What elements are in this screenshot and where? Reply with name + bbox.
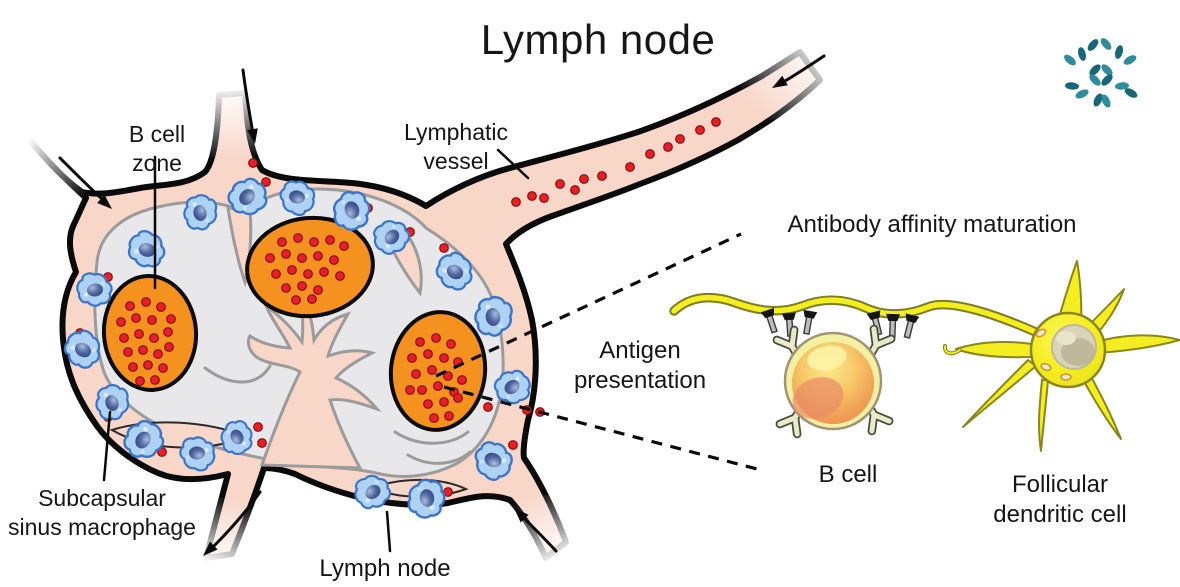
b-cell-illustration (777, 329, 891, 434)
lymph-flow-arrow (210, 490, 262, 550)
fdc-dendrite-ribbon (669, 292, 1045, 339)
affinity-maturation-inset (669, 260, 1180, 452)
label-b-cell-zone: B cell zone (128, 121, 186, 176)
lymph-node-illustration (8, 25, 850, 580)
lymph-node-pointer (385, 510, 392, 553)
label-follicular-dendritic-cell: Follicular dendritic cell (993, 471, 1127, 528)
label-lymph-node: Lymph node (319, 555, 451, 582)
lymph-flow-arrow (241, 68, 255, 136)
label-subcapsular-sinus-macrophage: Subcapsular sinus macrophage (8, 485, 196, 540)
fdc-illustration (942, 260, 1180, 452)
subcapsular-pointer (102, 410, 112, 482)
medullary-sinus-line (203, 364, 272, 384)
lymph-flow-arrow (58, 156, 105, 202)
label-b-cell: B cell (818, 461, 878, 488)
label-lymphatic-vessel: Lymphatic vessel (404, 119, 508, 174)
page-title: Lymph node (480, 16, 716, 63)
follicle-antigen-dots (116, 233, 467, 423)
vessel-antigen-dots (511, 117, 721, 207)
medullary-sinus-line (406, 450, 472, 465)
sinus-wedge (226, 206, 253, 288)
lymph-flow-arrows (58, 54, 826, 556)
leaf-cluster-logo-icon (1062, 36, 1139, 109)
zoom-dashed-connector (435, 232, 758, 471)
lymphatic-vessel-pointer (496, 148, 530, 180)
label-antibody-affinity-maturation: Antibody affinity maturation (787, 211, 1077, 238)
vessel-fades (8, 25, 850, 580)
medullary-sinus-line (393, 430, 470, 445)
label-pointers (102, 148, 530, 553)
label-antigen-presentation: Antigen presentation (573, 337, 707, 394)
